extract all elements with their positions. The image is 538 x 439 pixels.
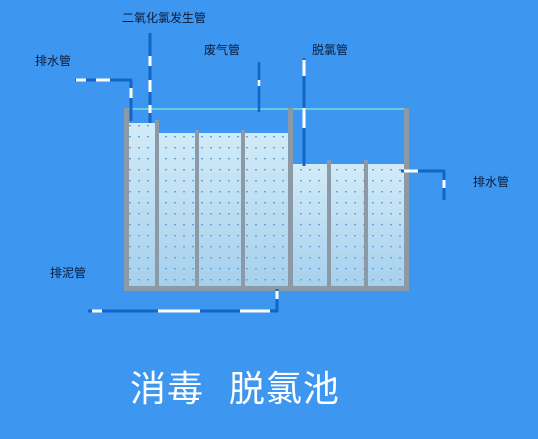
compartment-6 xyxy=(331,164,364,286)
tank-compartments xyxy=(129,123,404,286)
tank-walls xyxy=(124,108,409,291)
compartment-3 xyxy=(199,133,241,286)
label-drain-pipe-left: 排水管 xyxy=(35,54,72,68)
sludge-pipe xyxy=(88,289,279,313)
label-drain-pipe-right: 排水管 xyxy=(473,175,510,189)
compartment-4 xyxy=(245,133,288,286)
diagram-title: 消毒 脱氯池 xyxy=(130,369,340,410)
compartment-2 xyxy=(159,133,195,286)
label-waste-gas-pipe: 废气管 xyxy=(204,43,241,57)
compartment-5 xyxy=(293,164,327,286)
label-sludge-pipe: 排泥管 xyxy=(50,266,87,280)
compartment-1 xyxy=(129,123,155,286)
label-chlorine-dioxide-pipe: 二氧化氯发生管 xyxy=(122,11,207,25)
drain-pipe-left xyxy=(75,78,133,121)
label-dechlorination-pipe: 脱氯管 xyxy=(312,43,349,57)
compartment-7 xyxy=(368,164,404,286)
drain-pipe-right xyxy=(401,169,446,200)
